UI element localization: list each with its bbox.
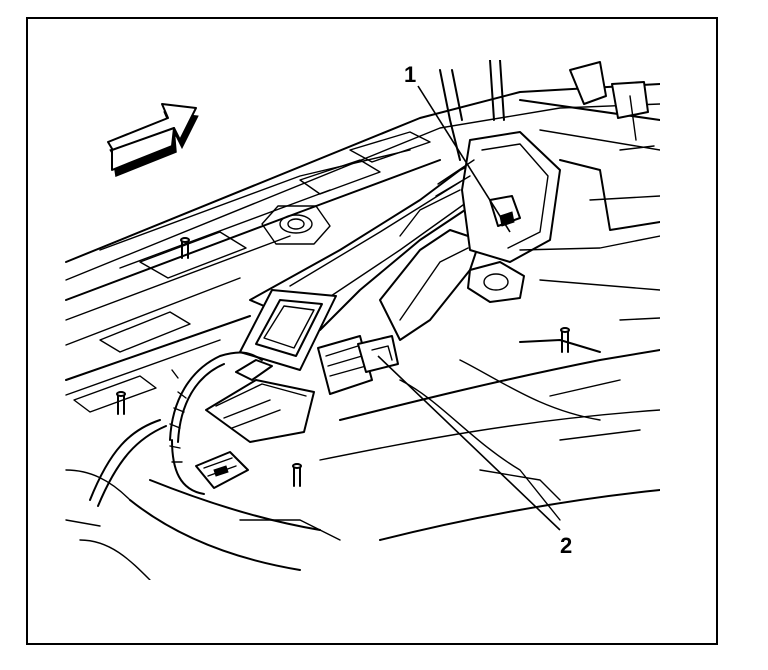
callout-2: 2 [560,533,572,558]
callout-1-leader [417,85,511,233]
forward-arrow-icon [107,103,199,178]
floor-pan-illustration [65,60,660,580]
callout-2-leader [377,355,561,531]
callout-1: 1 [404,62,416,87]
figure-frame [26,17,718,645]
